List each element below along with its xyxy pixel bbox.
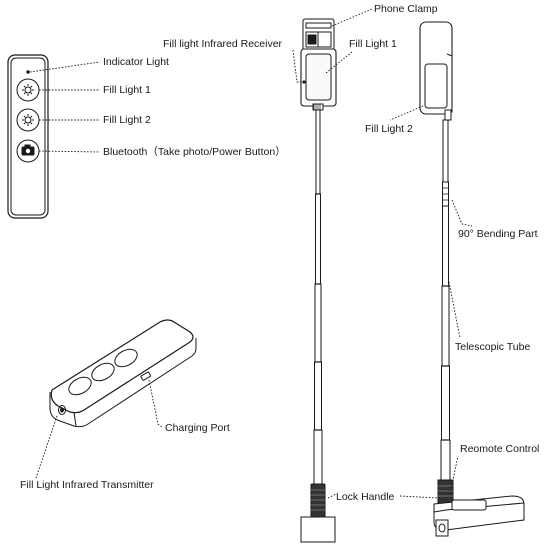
stick-leader-lines (292, 8, 473, 499)
sun-icon (24, 86, 32, 94)
label-remote-control: Reomote Control (460, 443, 540, 455)
remote-3d-view (49, 319, 197, 428)
camera-icon (21, 144, 35, 156)
label-fill-light-1-stick: Fill Light 1 (349, 38, 397, 50)
remote-leader-lines (29, 61, 101, 153)
selfie-stick-side (419, 21, 525, 537)
label-lock-handle: Lock Handle (336, 491, 395, 503)
label-fill-light-2-remote: Fill Light 2 (103, 114, 151, 126)
label-fill-light-1-remote: Fill Light 1 (103, 84, 151, 96)
label-indicator-light: Indicator Light (103, 56, 169, 68)
label-transmitter: Fill Light Infrared Transmitter (20, 479, 154, 491)
label-fill-light-2-stick: Fill Light 2 (365, 123, 413, 135)
charging-port (140, 371, 151, 381)
remote-button-fill-light-1[interactable] (16, 78, 40, 102)
indicator-light-dot (26, 70, 30, 74)
selfie-stick-front (300, 18, 337, 543)
label-charging-port: Charging Port (165, 422, 230, 434)
label-bluetooth: Bluetooth（Take photo/Power Button） (103, 146, 286, 158)
remote-button-bluetooth[interactable] (16, 139, 40, 163)
remote-front-view (7, 54, 49, 219)
sun-icon (24, 116, 32, 124)
label-bending-part: 90° Bending Part (458, 228, 538, 240)
label-ir-receiver: Fill light Infrared Receiver (163, 38, 283, 50)
remote-3d-button (68, 376, 92, 396)
label-phone-clamp: Phone Clamp (374, 3, 438, 15)
remote-3d-button (114, 348, 138, 368)
remote-button-fill-light-2[interactable] (16, 108, 40, 132)
label-telescopic-tube: Telescopic Tube (455, 341, 531, 353)
remote-3d-leader-lines (35, 379, 164, 479)
remote-3d-button (91, 362, 115, 382)
